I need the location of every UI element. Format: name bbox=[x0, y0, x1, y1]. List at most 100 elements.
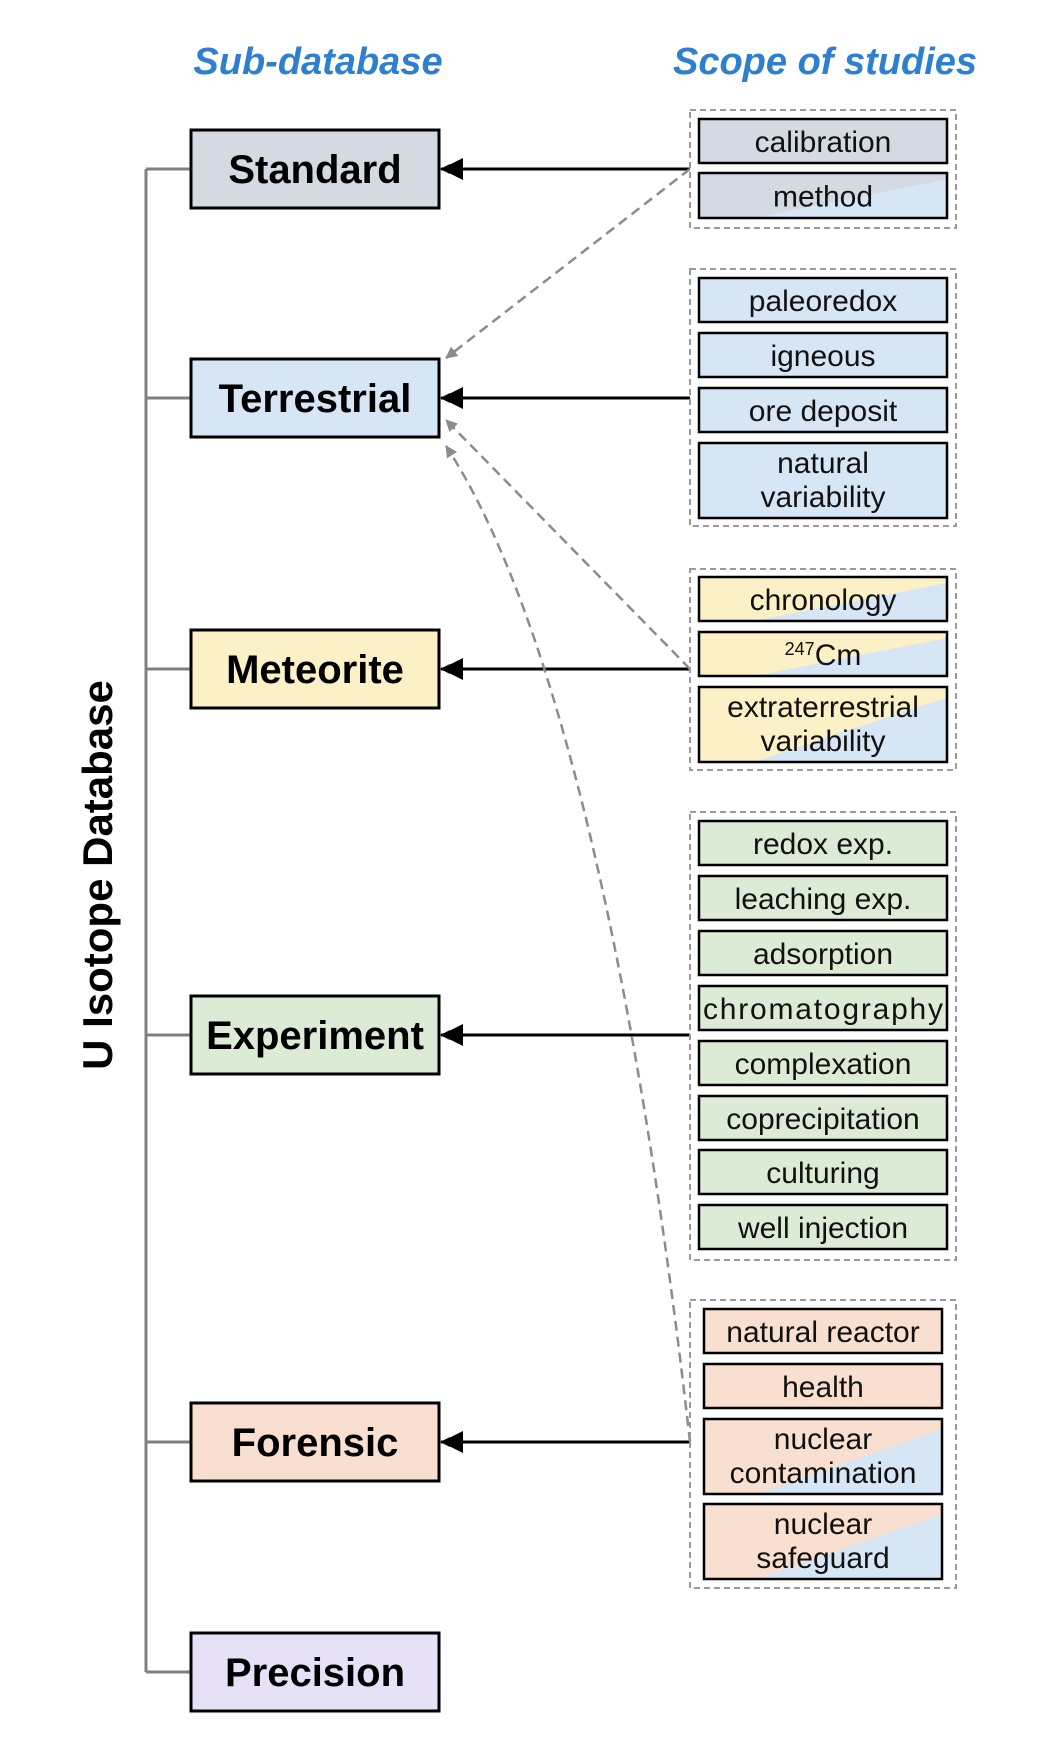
category-box-meteorite bbox=[189, 628, 441, 710]
category-experiment: Experiment bbox=[189, 994, 441, 1076]
dashed-link-standard-to-terrestrial bbox=[445, 168, 691, 359]
scope-item-box bbox=[702, 1362, 944, 1410]
scope-item: complexation bbox=[697, 1039, 949, 1087]
scope-item: health bbox=[702, 1362, 944, 1410]
category-box-standard bbox=[189, 128, 441, 210]
scope-item: ore deposit bbox=[697, 386, 949, 434]
sub-database-header: Sub-database bbox=[193, 41, 442, 83]
scope-item: coprecipitation bbox=[697, 1094, 949, 1142]
scope-item: adsorption bbox=[697, 929, 949, 977]
superscript-mass-number: 247 bbox=[785, 639, 815, 659]
scope-item-label: complexation bbox=[735, 1048, 912, 1081]
scope-item: method bbox=[697, 171, 949, 220]
scope-item-label: redox exp. bbox=[753, 828, 893, 861]
scope-item-label: ore deposit bbox=[749, 395, 898, 428]
category-precision: Precision bbox=[189, 1631, 441, 1713]
scope-item-label: chronology bbox=[750, 584, 897, 617]
scope-item-box bbox=[697, 874, 949, 922]
scope-group-frame-meteorite bbox=[689, 568, 957, 771]
scope-item-label: health bbox=[782, 1371, 864, 1404]
category-label-meteorite: Meteorite bbox=[226, 648, 404, 692]
scope-item-box bbox=[702, 1307, 944, 1355]
category-terrestrial: Terrestrial bbox=[189, 357, 441, 439]
scope-item-box bbox=[702, 1502, 944, 1581]
scope-of-studies-header: Scope of studies bbox=[673, 41, 977, 83]
scope-group-frame-forensic bbox=[689, 1299, 957, 1589]
root-label: U Isotope Database bbox=[74, 680, 121, 1070]
arrowhead-experiment bbox=[441, 1024, 463, 1046]
scope-item: 247Cm bbox=[697, 630, 949, 678]
scope-item-box bbox=[697, 117, 949, 165]
scope-item-box bbox=[697, 685, 949, 764]
scope-item-box bbox=[697, 929, 949, 977]
scope-item-label: adsorption bbox=[753, 938, 893, 971]
category-label-terrestrial: Terrestrial bbox=[219, 377, 412, 421]
scope-item: culturing bbox=[697, 1148, 949, 1196]
arrowhead-forensic bbox=[441, 1431, 463, 1453]
scope-item-label: 247Cm bbox=[785, 639, 862, 672]
dashed-link-meteorite-to-terrestrial bbox=[445, 419, 691, 670]
scope-item-label: calibration bbox=[755, 126, 892, 159]
scope-column: calibration method paleoredox igneous ore de… bbox=[689, 109, 957, 1589]
scope-item-box bbox=[702, 1417, 944, 1496]
scope-item-box bbox=[697, 984, 949, 1032]
category-forensic: Forensic bbox=[189, 1401, 441, 1483]
scope-item-label: natural reactor bbox=[726, 1316, 919, 1349]
arrowhead-standard bbox=[441, 158, 463, 180]
scope-group-frame-standard bbox=[689, 109, 957, 229]
scope-item-box bbox=[697, 171, 949, 220]
scope-item: well injection bbox=[697, 1203, 949, 1251]
scope-item-box bbox=[697, 331, 949, 379]
category-label-experiment: Experiment bbox=[206, 1014, 424, 1058]
category-box-forensic bbox=[189, 1401, 441, 1483]
scope-item-box bbox=[697, 630, 949, 678]
scope-item-label: coprecipitation bbox=[726, 1103, 919, 1136]
category-box-precision bbox=[189, 1631, 441, 1713]
scope-item: leaching exp. bbox=[697, 874, 949, 922]
scope-item-box bbox=[697, 1094, 949, 1142]
scope-group-frame-experiment bbox=[689, 811, 957, 1261]
scope-item: igneous bbox=[697, 331, 949, 379]
category-box-experiment bbox=[189, 994, 441, 1076]
category-column: StandardTerrestrialMeteoriteExperimentFo… bbox=[189, 128, 441, 1713]
scope-item-box bbox=[697, 819, 949, 867]
scope-item-box bbox=[697, 1148, 949, 1196]
scope-item: chromatography bbox=[697, 984, 949, 1032]
scope-item-label: igneous bbox=[770, 340, 875, 373]
tree-connectors bbox=[144, 167, 191, 1674]
category-meteorite: Meteorite bbox=[189, 628, 441, 710]
scope-group-standard: calibration method bbox=[689, 109, 957, 229]
arrow-links bbox=[440, 158, 692, 1453]
scope-item: natural reactor bbox=[702, 1307, 944, 1355]
arrowhead-meteorite bbox=[441, 658, 463, 680]
category-label-forensic: Forensic bbox=[232, 1421, 399, 1465]
scope-item-box bbox=[697, 276, 949, 324]
category-label-standard: Standard bbox=[228, 148, 401, 192]
category-box-terrestrial bbox=[189, 357, 441, 439]
category-label-precision: Precision bbox=[225, 1651, 405, 1695]
scope-item: redox exp. bbox=[697, 819, 949, 867]
scope-item-label: well injection bbox=[737, 1212, 908, 1245]
element-symbol: Cm bbox=[815, 639, 862, 672]
scope-item-label: chromatography bbox=[703, 993, 943, 1026]
scope-group-experiment: redox exp. leaching exp. adsorption chromat… bbox=[689, 811, 957, 1261]
scope-item-label: culturing bbox=[766, 1157, 879, 1190]
scope-item: calibration bbox=[697, 117, 949, 165]
scope-item-box bbox=[697, 1039, 949, 1087]
scope-item-box bbox=[697, 575, 949, 623]
scope-item-box bbox=[697, 1203, 949, 1251]
scope-item: paleoredox bbox=[697, 276, 949, 324]
scope-item: chronology bbox=[697, 575, 949, 623]
